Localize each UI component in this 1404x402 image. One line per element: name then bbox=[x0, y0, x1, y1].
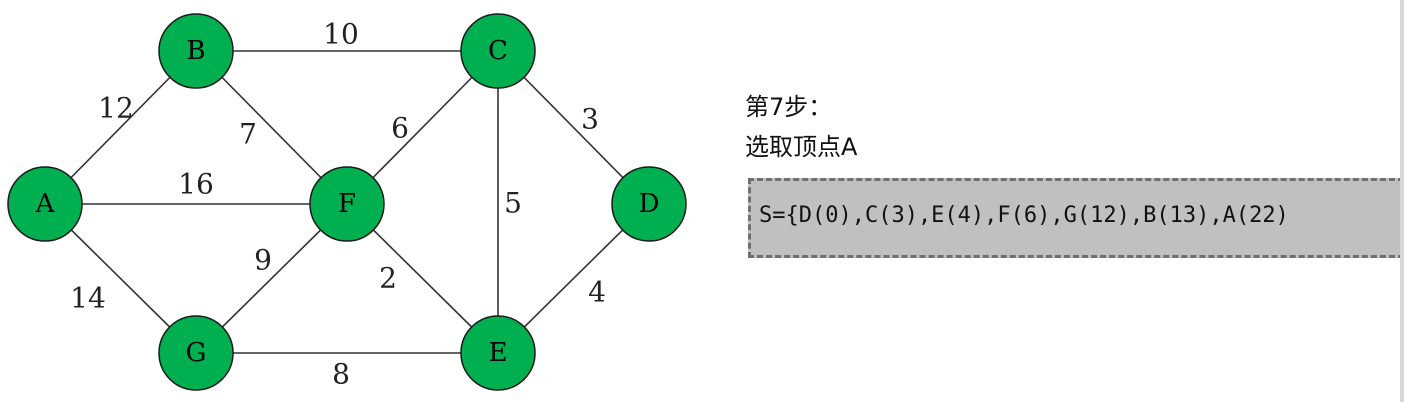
edge-weight-c-e: 5 bbox=[504, 187, 522, 220]
edge-weight-d-e: 4 bbox=[588, 276, 606, 309]
graph-diagram: 12 10 7 16 14 6 3 5 9 2 4 8 A B C D E F G bbox=[7, 13, 687, 391]
node-label-g: G bbox=[186, 338, 207, 368]
result-set-text: S={D(0),C(3),E(4),F(6),G(12),B(13),A(22) bbox=[759, 203, 1289, 228]
node-circle-a bbox=[7, 166, 83, 242]
node-label-c: C bbox=[488, 36, 508, 66]
edge-weights-layer: 12 10 7 16 14 6 3 5 9 2 4 8 bbox=[70, 18, 606, 391]
step-title: 第7步： bbox=[745, 93, 833, 121]
node-label-b: B bbox=[186, 36, 205, 66]
node-d: D bbox=[611, 166, 687, 242]
node-g: G bbox=[158, 315, 234, 391]
node-circle-e bbox=[460, 315, 536, 391]
node-label-f: F bbox=[338, 189, 356, 219]
edge-weight-b-c: 10 bbox=[323, 18, 359, 51]
nodes-layer: A B C D E F G bbox=[7, 13, 687, 391]
node-a: A bbox=[7, 166, 83, 242]
node-e: E bbox=[460, 315, 536, 391]
node-circle-f bbox=[309, 166, 385, 242]
node-b: B bbox=[158, 13, 234, 89]
result-set-box: S={D(0),C(3),E(4),F(6),G(12),B(13),A(22) bbox=[748, 178, 1404, 258]
step-action: 选取顶点A bbox=[745, 133, 858, 161]
edge-weight-a-f: 16 bbox=[178, 168, 214, 201]
edge-weight-f-e: 2 bbox=[379, 262, 397, 295]
page-edge bbox=[1400, 0, 1404, 402]
edge-weight-f-g: 9 bbox=[254, 244, 272, 277]
edge-weight-c-d: 3 bbox=[581, 103, 599, 136]
node-circle-g bbox=[158, 315, 234, 391]
edge-weight-b-f: 7 bbox=[239, 118, 257, 151]
node-label-a: A bbox=[35, 189, 56, 219]
node-f: F bbox=[309, 166, 385, 242]
edge-weight-a-g: 14 bbox=[70, 282, 106, 315]
node-label-d: D bbox=[639, 189, 660, 219]
node-label-e: E bbox=[489, 338, 508, 368]
edge-weight-g-e: 8 bbox=[332, 358, 350, 391]
node-circle-b bbox=[158, 13, 234, 89]
edge-weight-c-f: 6 bbox=[391, 112, 409, 145]
node-circle-c bbox=[460, 13, 536, 89]
edge-weight-a-b: 12 bbox=[98, 92, 134, 125]
node-c: C bbox=[460, 13, 536, 89]
node-circle-d bbox=[611, 166, 687, 242]
